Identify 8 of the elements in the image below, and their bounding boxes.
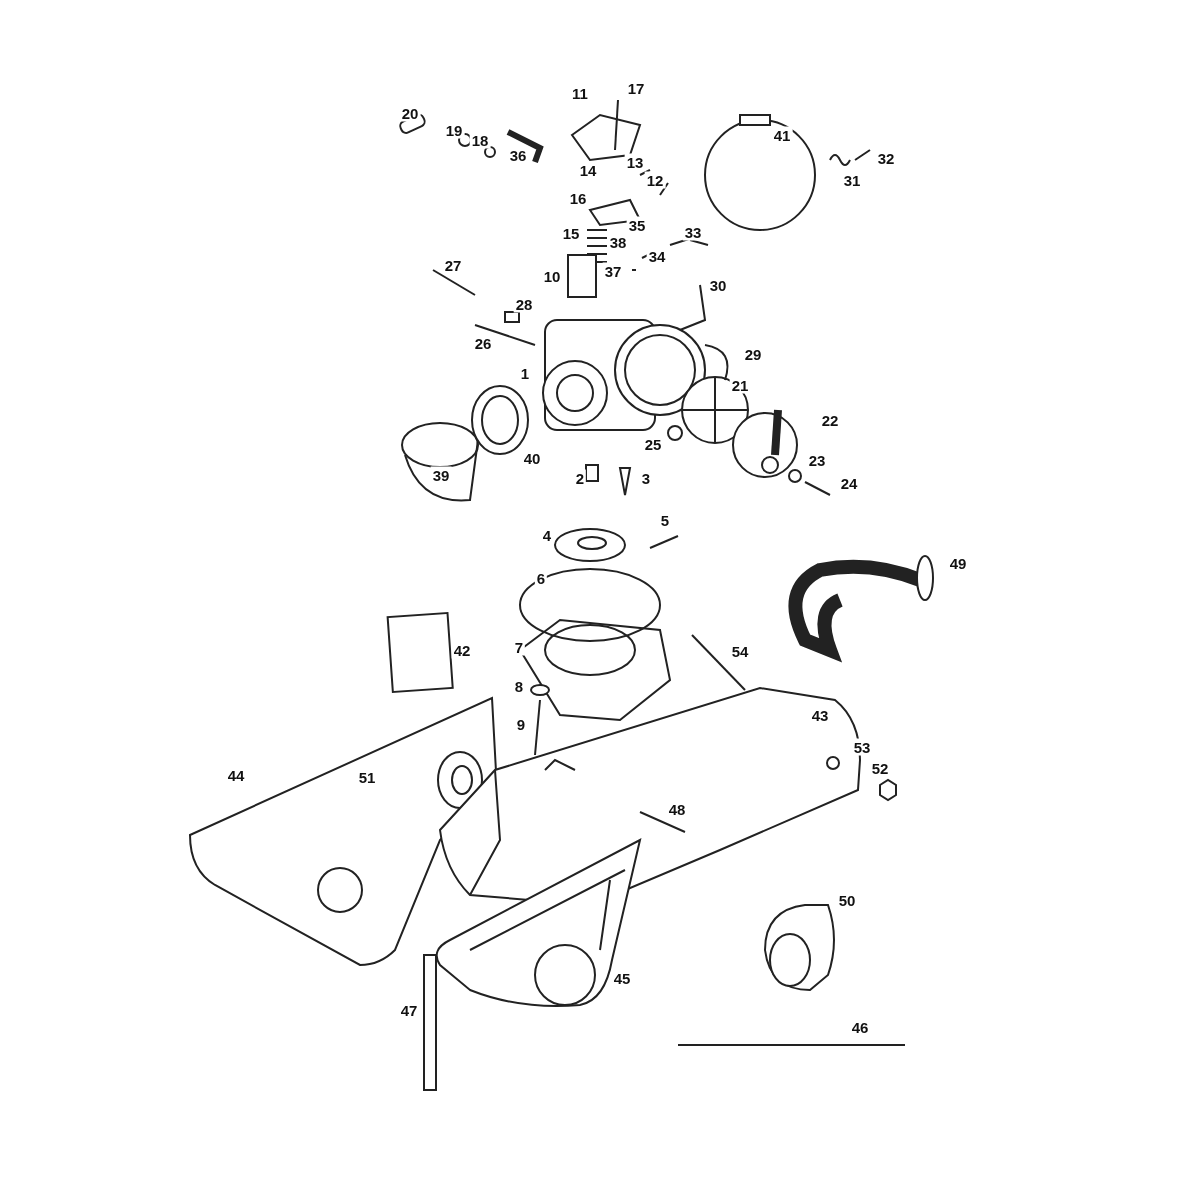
- callout-number: 13: [624, 153, 646, 171]
- callout-number: 41: [771, 126, 793, 144]
- callout-number: 53: [851, 738, 873, 756]
- callout-number: 2: [573, 469, 587, 487]
- callout-number: 39: [430, 466, 452, 484]
- callout-number: 35: [626, 216, 648, 234]
- callout-number: 21: [729, 376, 751, 394]
- callout-number: 12: [644, 171, 666, 189]
